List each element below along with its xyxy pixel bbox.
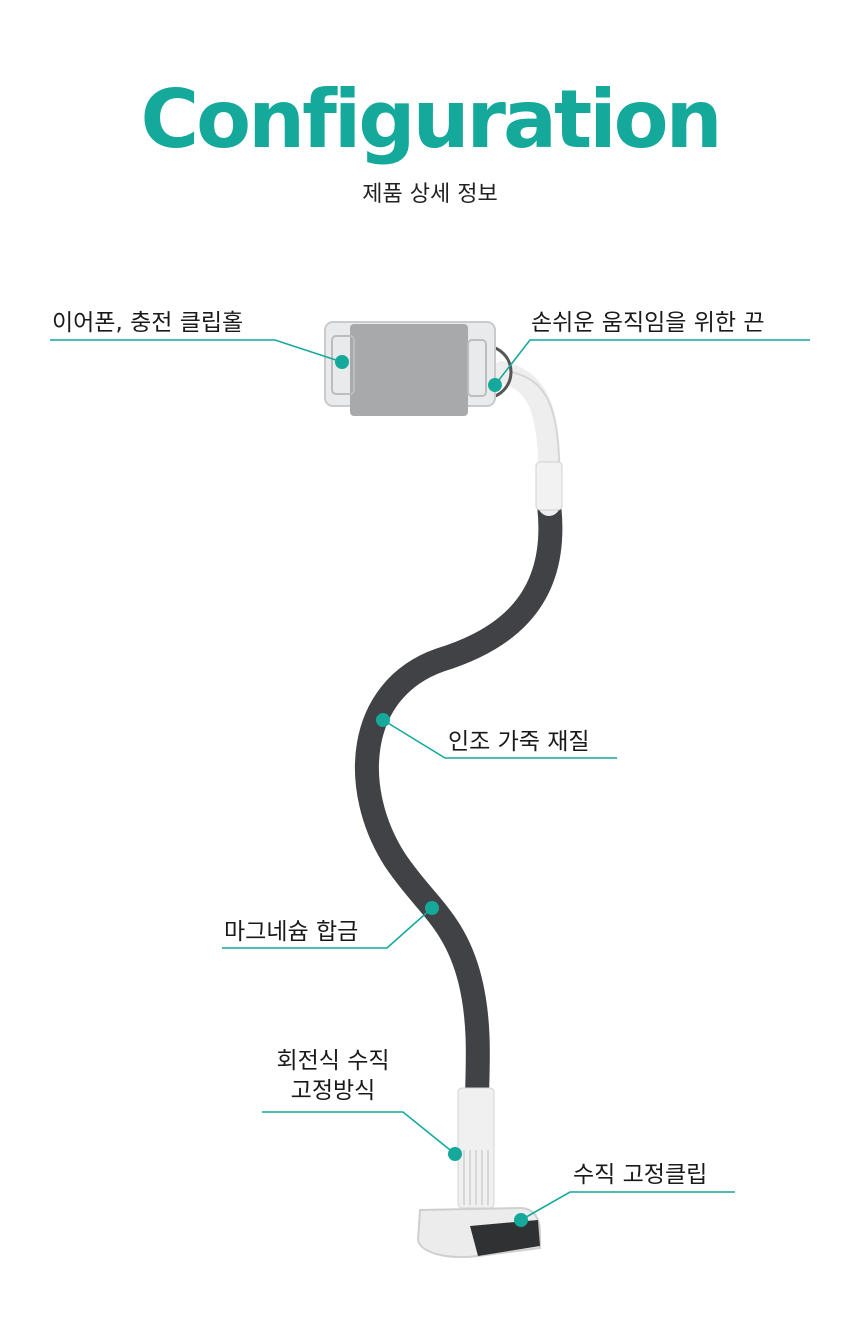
page-title: Configuration bbox=[140, 73, 722, 166]
leader-magnesium bbox=[222, 907, 433, 949]
gooseneck-arm bbox=[354, 493, 563, 1107]
leader-clip bbox=[520, 1191, 735, 1221]
leader-rotation bbox=[262, 1111, 456, 1155]
dot-rotation bbox=[448, 1147, 462, 1161]
callout-leather: 인조 가죽 재질 bbox=[448, 729, 590, 755]
callout-magnesium: 마그네슘 합금 bbox=[224, 919, 359, 945]
leader-earphone bbox=[50, 339, 343, 363]
dot-strap bbox=[488, 378, 502, 392]
dot-clip bbox=[514, 1213, 528, 1227]
page-subtitle: 제품 상세 정보 bbox=[362, 182, 498, 207]
callout-rotation-line1: 회전식 수직 bbox=[276, 1048, 390, 1074]
dot-leather bbox=[376, 713, 390, 727]
phone-holder-plate bbox=[350, 324, 468, 416]
leader-leather bbox=[382, 719, 617, 759]
callout-rotation: 회전식 수직 고정방식 bbox=[264, 1046, 402, 1106]
dot-earphone bbox=[335, 355, 349, 369]
callout-vertical-clip: 수직 고정클립 bbox=[573, 1162, 708, 1188]
callout-rotation-line2: 고정방식 bbox=[290, 1078, 376, 1104]
callout-hand-strap: 손쉬운 움직임을 위한 끈 bbox=[531, 310, 765, 336]
dot-magnesium bbox=[425, 901, 439, 915]
callout-earphone-clip: 이어폰, 충전 클립홀 bbox=[52, 310, 244, 336]
leader-strap bbox=[494, 339, 810, 386]
arm-joint bbox=[535, 461, 563, 511]
